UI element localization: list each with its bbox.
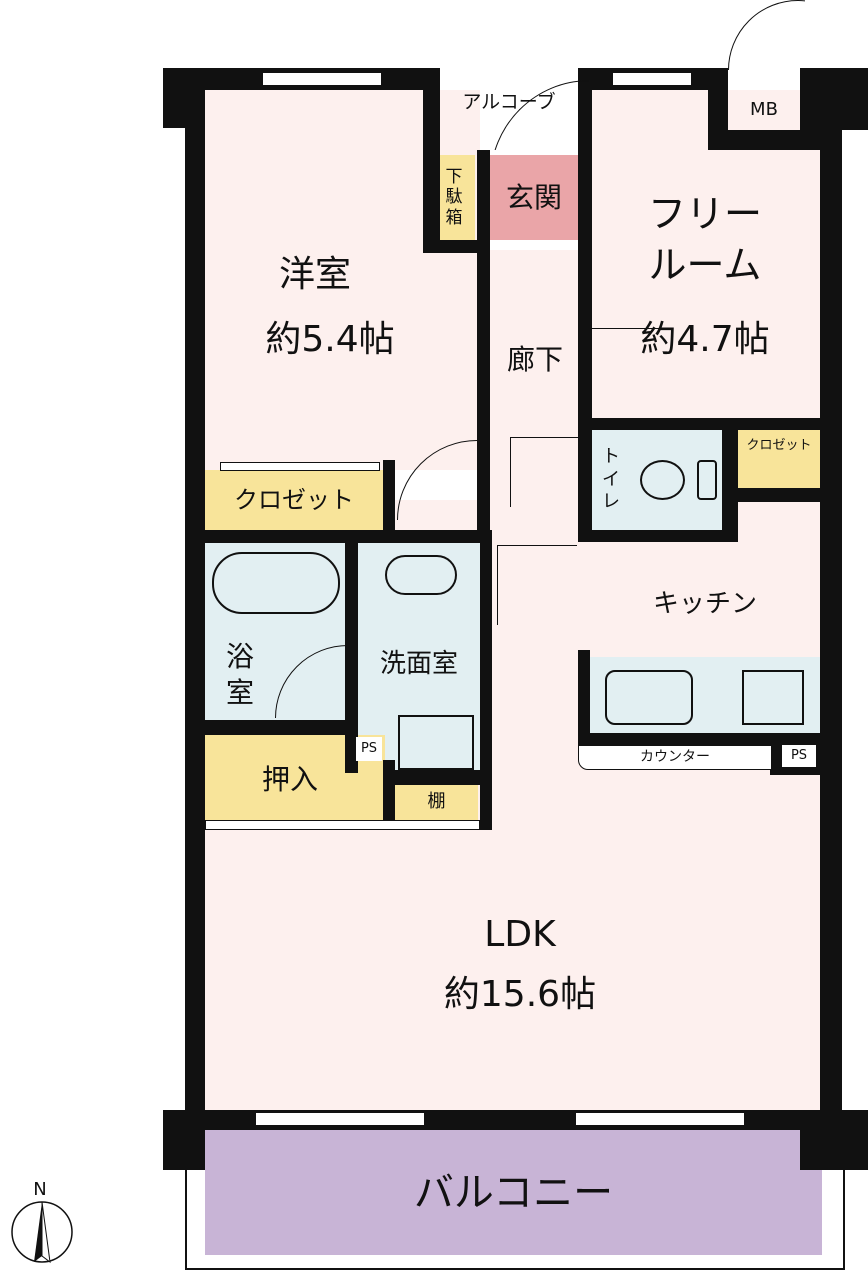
- closet-small: [738, 430, 820, 490]
- washing-machine-icon: [398, 715, 474, 770]
- free-room-name: フリー ルーム: [647, 191, 762, 287]
- ldk-size: 約15.6帖: [443, 973, 597, 1015]
- wall: [738, 488, 820, 502]
- stove-icon: [742, 670, 804, 725]
- sliding-door: [205, 820, 480, 830]
- toilet-bowl-icon: [640, 460, 685, 500]
- oshiire-label: 押入: [261, 763, 318, 797]
- alcove-label: アルコーブ: [462, 90, 556, 113]
- window: [255, 1112, 425, 1126]
- wall: [578, 530, 738, 542]
- counter-label: カウンター: [640, 749, 710, 766]
- wall: [163, 1110, 205, 1170]
- closet-small-label: クロゼット: [746, 438, 812, 454]
- wall: [477, 150, 490, 530]
- wall: [578, 733, 820, 745]
- washroom-label: 洗面室: [379, 649, 458, 680]
- wall: [423, 240, 490, 253]
- western-room-name: 洋室: [278, 253, 351, 295]
- shoe-box: [433, 155, 475, 240]
- western-room-size: 約5.4帖: [265, 318, 395, 360]
- balcony-label: バルコニー: [413, 1169, 614, 1216]
- ldk-door[interactable]: [497, 545, 577, 625]
- sink-icon: [385, 555, 457, 595]
- balcony: [205, 1130, 822, 1255]
- wall: [205, 720, 358, 735]
- shelf-label: 棚: [427, 791, 446, 813]
- wall: [383, 770, 480, 785]
- meter-box-label: MB: [750, 98, 778, 120]
- bathroom-label: 浴 室: [225, 639, 254, 709]
- window: [262, 72, 382, 86]
- closet-door: [220, 462, 380, 471]
- wall: [185, 68, 205, 1130]
- wall: [383, 460, 395, 540]
- kitchen-sink-icon: [605, 670, 693, 725]
- ps-kitchen-label: PS: [782, 745, 816, 767]
- compass-north-label: N: [33, 1178, 47, 1200]
- wall: [592, 418, 820, 430]
- shoe-box-label: 下 駄 箱: [445, 166, 463, 228]
- kitchen-label: キッチン: [652, 589, 757, 620]
- washroom: [358, 543, 480, 773]
- free-room-size: 約4.7帖: [640, 318, 770, 360]
- wall: [423, 68, 440, 253]
- balcony-outline: [185, 1130, 845, 1270]
- shelf: [395, 785, 478, 820]
- toilet-door[interactable]: [510, 437, 580, 507]
- bathtub-icon: [212, 552, 340, 614]
- wall: [800, 1110, 868, 1170]
- hallway-label: 廊下: [506, 343, 563, 377]
- ps-wash-label: PS: [356, 737, 382, 761]
- closet-western: [205, 470, 383, 530]
- free-room-door[interactable]: [592, 328, 672, 408]
- wall: [820, 68, 842, 1130]
- counter: [578, 745, 772, 770]
- wall: [708, 130, 842, 150]
- compass-icon: [10, 1200, 74, 1264]
- wall: [383, 760, 395, 820]
- wall: [578, 650, 590, 745]
- toilet-tank-icon: [697, 460, 717, 500]
- wall: [205, 530, 490, 543]
- window: [575, 1112, 745, 1126]
- toilet-label: ト イ レ: [602, 446, 620, 513]
- wall: [578, 68, 592, 540]
- wall: [722, 418, 738, 540]
- ldk-name: LDK: [484, 913, 556, 955]
- wall: [480, 530, 492, 830]
- entrance: [490, 155, 578, 240]
- entrance-label: 玄関: [505, 180, 562, 214]
- window: [612, 72, 692, 86]
- wall: [708, 68, 728, 150]
- closet-western-label: クロゼット: [234, 486, 354, 515]
- wall: [345, 543, 358, 773]
